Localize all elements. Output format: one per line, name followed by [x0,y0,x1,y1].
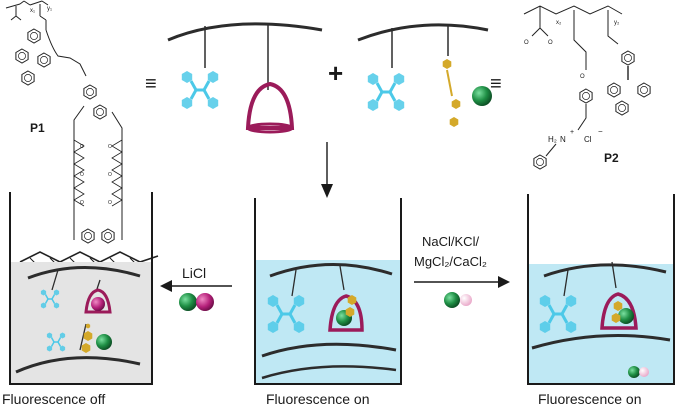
ammonium-n: N [560,135,566,144]
licl-label: LiCl [182,265,206,281]
svg-text:O: O [548,40,553,46]
plus-sign: + [328,58,343,88]
salts-label-line1: NaCl/KCl/ [422,234,479,249]
fluorescence-on-center-caption: Fluorescence on [266,391,370,407]
p2-y2: y₂ [614,20,620,26]
svg-text:O: O [80,144,84,150]
down-arrow [321,142,333,198]
equiv-sign-left: ≡ [145,73,157,95]
p1-structure: x₁ y₁ O O O O O O P1 [5,0,159,265]
fluorescence-on-right-caption: Fluorescence on [538,391,642,407]
p1-cartoon [167,22,323,134]
p2-x2: x₂ [556,20,562,26]
p2-label: P2 [604,151,619,165]
p2-structure: x₂ y₂ O O O H₂ N + Cl − P2 [523,5,651,170]
p1-x1: x₁ [30,8,35,14]
licl-arrow: LiCl [160,265,232,311]
equiv-sign-right: ≡ [490,73,502,95]
salts-arrow: NaCl/KCl/ MgCl₂/CaCl₂ [414,234,510,308]
p1-label: P1 [30,121,45,135]
fluorescence-off-caption: Fluorescence off [2,391,105,407]
svg-text:O: O [108,200,112,206]
ammonium-plus: + [570,129,574,136]
salts-label-line2: MgCl₂/CaCl₂ [414,254,487,269]
ammonium-label: H₂ [548,135,557,144]
beaker-left [9,192,153,385]
svg-text:O: O [80,200,84,206]
svg-text:O: O [80,172,84,178]
beaker-right [527,194,675,385]
chloride-minus: − [598,127,603,136]
svg-text:O: O [108,144,112,150]
svg-text:O: O [580,74,585,80]
svg-text:O: O [524,40,529,46]
p2-cartoon [357,23,492,127]
beaker-center [254,198,402,385]
p1-y1: y₁ [47,6,52,12]
chloride-label: Cl [584,135,592,144]
svg-text:O: O [108,172,112,178]
